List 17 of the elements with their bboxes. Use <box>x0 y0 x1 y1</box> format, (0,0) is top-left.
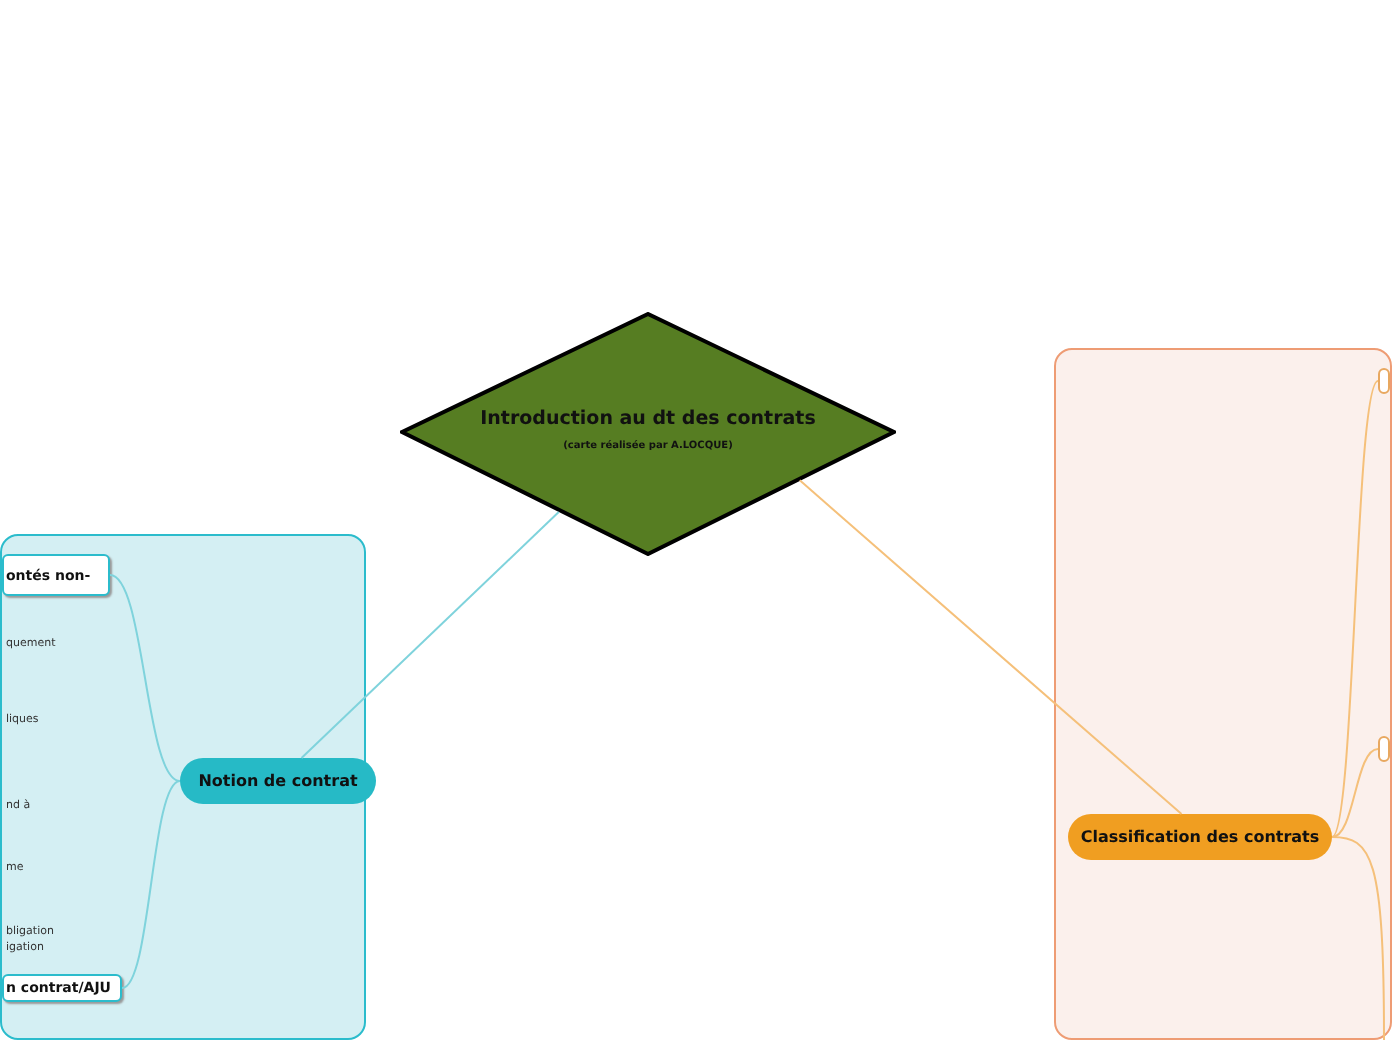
connector-line <box>121 780 181 989</box>
connector-line <box>109 574 181 782</box>
topic-pill <box>180 758 376 804</box>
node-title: Classification des contrats <box>1080 828 1320 846</box>
subtopic-box <box>2 554 110 596</box>
node-title: Notion de contrat <box>198 772 358 790</box>
connector-line <box>1331 836 1385 1040</box>
connector-line <box>1331 748 1379 838</box>
subtopic-box <box>1378 368 1390 394</box>
group-panel <box>1054 348 1392 1040</box>
connector-line <box>300 511 560 759</box>
subtopic-box <box>2 974 122 1002</box>
node-title: Introduction au dt des contrats <box>480 408 816 430</box>
topic-pill <box>1068 814 1332 860</box>
central-diamond <box>400 312 896 556</box>
connector-line <box>798 479 1183 815</box>
subtopic-box <box>1378 736 1390 762</box>
